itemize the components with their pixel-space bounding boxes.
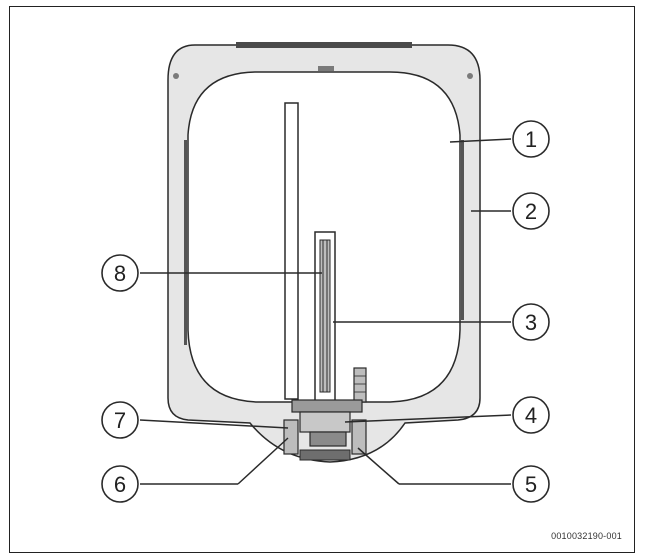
- reference-code: 0010032190-001: [551, 531, 622, 541]
- callout-label-6: 6: [114, 472, 126, 497]
- leader-line-5: [357, 447, 400, 485]
- top-vent: [318, 66, 334, 71]
- leader-line-6b: [237, 437, 289, 485]
- callout-label-1: 1: [525, 127, 537, 152]
- callout-2: 2: [512, 192, 550, 230]
- callout-3: 3: [512, 303, 550, 341]
- callout-4: 4: [512, 396, 550, 434]
- base-plate: [299, 449, 351, 461]
- heating-element-inner: [319, 239, 331, 393]
- figure-frame: [9, 6, 635, 553]
- leader-line-1: [449, 138, 512, 143]
- callout-label-8: 8: [114, 261, 126, 286]
- flange-body: [299, 411, 351, 433]
- hot-water-pipe: [284, 102, 299, 400]
- callout-5: 5: [512, 465, 550, 503]
- callout-label-2: 2: [525, 199, 537, 224]
- cold-inlet-connection: [351, 419, 367, 455]
- top-bolt-right: [467, 73, 473, 79]
- leader-line-7: [139, 419, 289, 429]
- callout-8: 8: [101, 254, 139, 292]
- flange-cap: [309, 431, 347, 447]
- top-cap: [236, 42, 412, 48]
- callout-label-7: 7: [114, 408, 126, 433]
- callout-1: 1: [512, 120, 550, 158]
- top-bolt-left: [173, 73, 179, 79]
- callout-label-3: 3: [525, 310, 537, 335]
- hot-outlet-connection: [283, 419, 299, 455]
- callout-7: 7: [101, 401, 139, 439]
- leader-line-4: [344, 414, 512, 423]
- callout-label-5: 5: [525, 472, 537, 497]
- callout-6: 6: [101, 465, 139, 503]
- left-insulation-strip: [184, 140, 187, 345]
- callout-label-4: 4: [525, 403, 537, 428]
- flange-plate: [291, 399, 363, 413]
- right-insulation-strip: [461, 140, 464, 320]
- anode-rod: [353, 367, 367, 403]
